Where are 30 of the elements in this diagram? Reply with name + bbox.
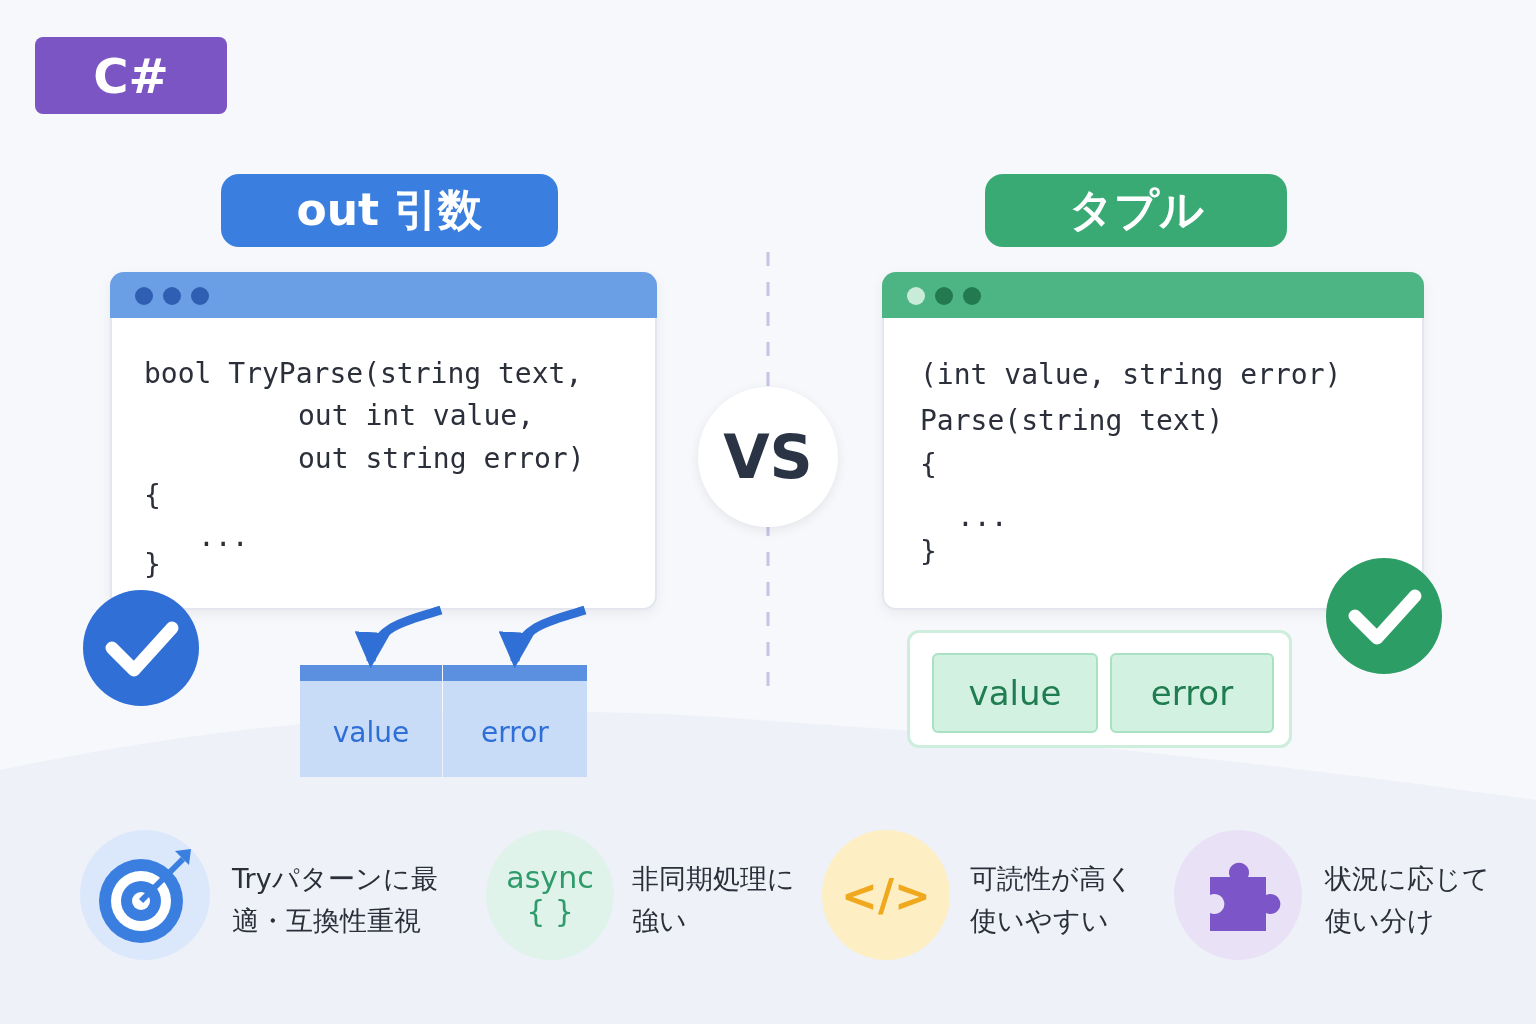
code-line: }: [144, 549, 161, 581]
code-line: bool TryParse(string text,: [144, 358, 583, 390]
code-window: [110, 272, 657, 610]
feature-text: 非同期処理に強い: [632, 862, 796, 938]
code-window: [882, 272, 1424, 610]
arrow: [501, 605, 587, 669]
code-line: ...: [957, 501, 1008, 533]
code-line: Parse(string text): [920, 405, 1224, 437]
lang-badge: C#: [35, 37, 227, 114]
title-badge: out 引数: [221, 174, 558, 247]
code-line: (int value, string error): [920, 359, 1342, 391]
node-text: { }: [526, 895, 574, 929]
node-text: async: [506, 861, 594, 895]
code-line: {: [144, 480, 161, 512]
value-box: value: [300, 665, 442, 777]
vs-circle: VS: [698, 387, 838, 527]
arrow: [357, 605, 443, 669]
title-badge: タプル: [985, 174, 1287, 247]
code-line: }: [920, 536, 937, 568]
code-line: out int value,: [298, 400, 534, 432]
feature-text: 可読性が高く使いやすい: [970, 862, 1135, 938]
feature-text: 状況に応じて使い分け: [1325, 862, 1491, 938]
code-line: out string error): [298, 443, 585, 475]
value-box: error: [443, 665, 587, 777]
feature-text: Tryパターンに最適・互換性重視: [232, 862, 439, 938]
code-line: ...: [198, 521, 249, 553]
tuple-box: [907, 630, 1292, 748]
tuple-item: value: [932, 653, 1098, 733]
tuple-item: error: [1110, 653, 1274, 733]
code-line: {: [920, 449, 937, 481]
